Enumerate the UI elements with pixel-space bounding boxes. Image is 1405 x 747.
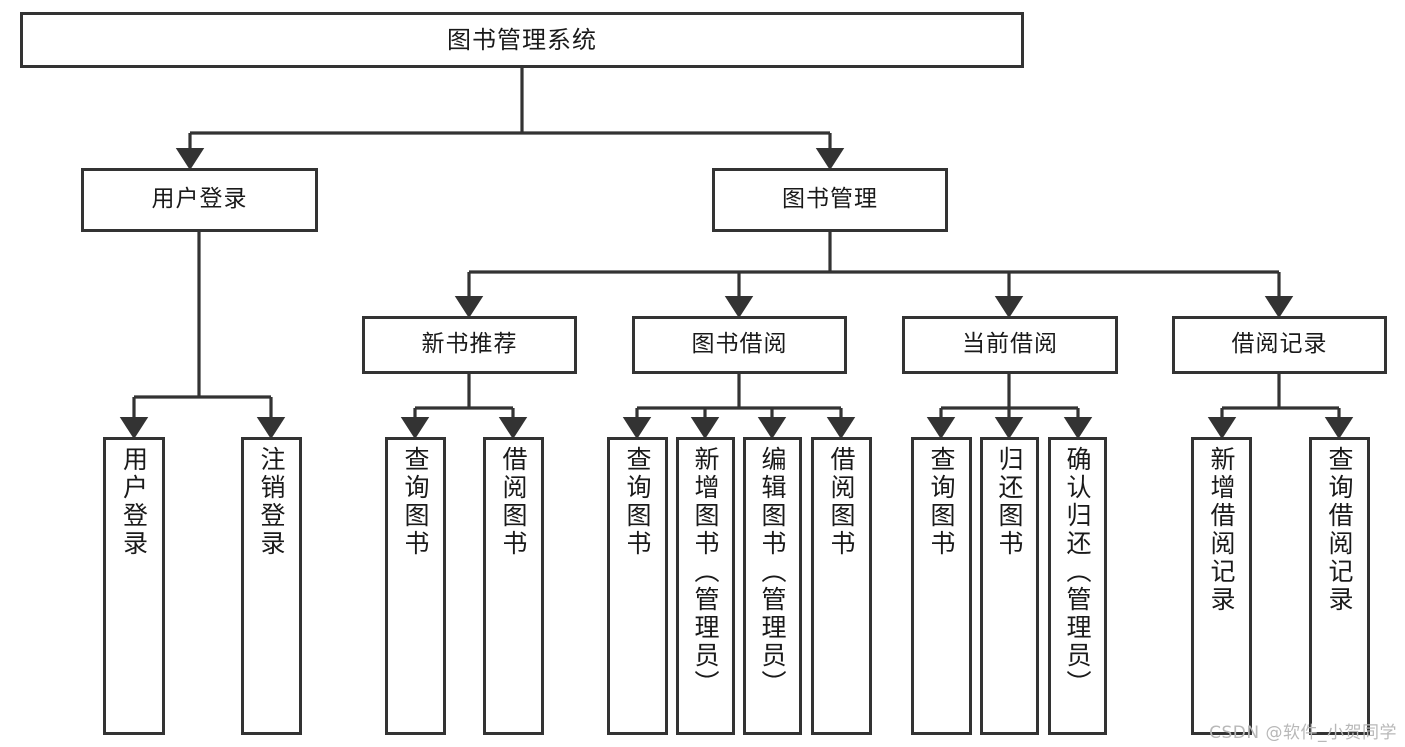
node-label: 图书借阅	[691, 331, 788, 358]
node-borrow-record[interactable]: 借阅记录	[1172, 316, 1387, 374]
node-leaf-query-book-recommend[interactable]: 查询图书	[385, 437, 446, 735]
node-label: 编辑图书（管理员）	[758, 446, 787, 698]
node-label: 查询借阅记录	[1325, 446, 1354, 614]
node-label: 新书推荐	[421, 331, 518, 358]
node-new-book-recommend[interactable]: 新书推荐	[362, 316, 577, 374]
node-label: 借阅记录	[1231, 331, 1328, 358]
node-leaf-logout-login[interactable]: 注销登录	[241, 437, 302, 735]
node-leaf-borrow-book-recommend[interactable]: 借阅图书	[483, 437, 544, 735]
node-user-login[interactable]: 用户登录	[81, 168, 318, 232]
node-label: 归还图书	[995, 446, 1024, 558]
node-label: 新增图书（管理员）	[691, 446, 720, 698]
node-label: 注销登录	[257, 446, 286, 558]
node-label: 新增借阅记录	[1207, 446, 1236, 614]
node-label: 查询图书	[401, 446, 430, 558]
node-leaf-edit-book[interactable]: 编辑图书（管理员）	[743, 437, 802, 735]
node-label: 图书管理	[782, 186, 878, 213]
node-leaf-query-book-current[interactable]: 查询图书	[911, 437, 972, 735]
node-label: 借阅图书	[499, 446, 528, 558]
node-label: 借阅图书	[827, 446, 856, 558]
node-leaf-borrow-book[interactable]: 借阅图书	[811, 437, 872, 735]
node-leaf-query-borrow-record[interactable]: 查询借阅记录	[1309, 437, 1370, 735]
node-label: 用户登录	[119, 446, 149, 558]
node-leaf-return-book[interactable]: 归还图书	[980, 437, 1039, 735]
node-label: 图书管理系统	[447, 25, 597, 54]
node-root-book-management-system[interactable]: 图书管理系统	[20, 12, 1024, 68]
node-label: 当前借阅	[962, 331, 1058, 358]
node-label: 查询图书	[927, 446, 956, 558]
node-leaf-confirm-return[interactable]: 确认归还（管理员）	[1048, 437, 1107, 735]
csdn-watermark: CSDN @软件_小贺同学	[1209, 723, 1397, 743]
node-book-borrow[interactable]: 图书借阅	[632, 316, 847, 374]
node-book-management[interactable]: 图书管理	[712, 168, 948, 232]
node-leaf-user-login[interactable]: 用户登录	[103, 437, 165, 735]
node-leaf-add-borrow-record[interactable]: 新增借阅记录	[1191, 437, 1252, 735]
node-leaf-add-book[interactable]: 新增图书（管理员）	[676, 437, 735, 735]
node-label: 用户登录	[151, 186, 248, 213]
node-label: 确认归还（管理员）	[1063, 446, 1092, 698]
node-leaf-query-book-borrow[interactable]: 查询图书	[607, 437, 668, 735]
node-current-borrow[interactable]: 当前借阅	[902, 316, 1118, 374]
node-label: 查询图书	[623, 446, 652, 558]
